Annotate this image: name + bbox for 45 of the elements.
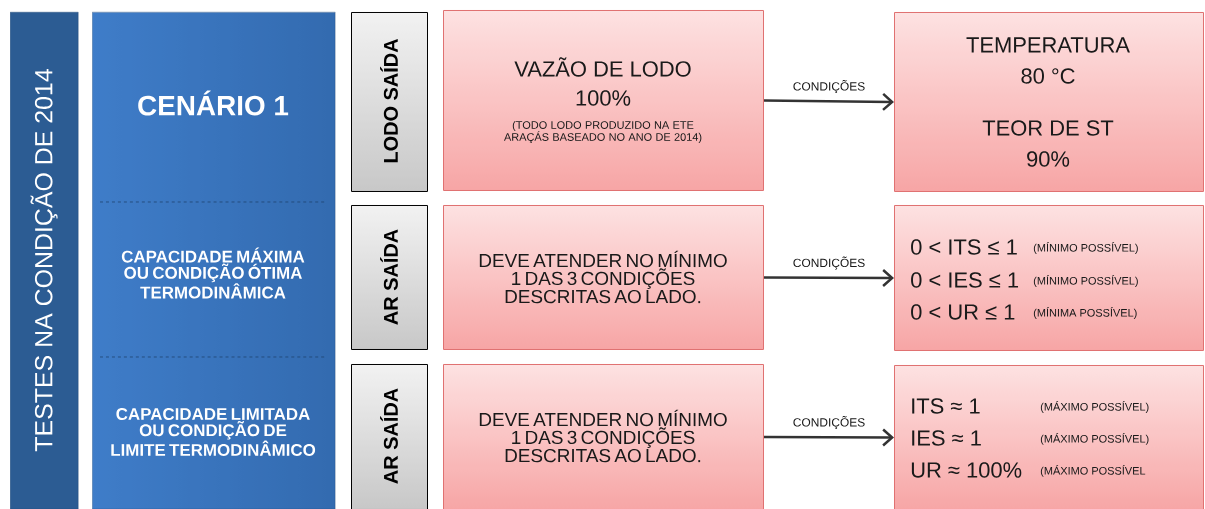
tab-label: LODO SAÍDA [380, 39, 398, 163]
column-text: CAPACIDADE MÁXIMA OU CONDIÇÃO ÓTIMA TERMODINÂMICA [121, 247, 305, 299]
note-text: (TODO LODO PRODUZIDO NA ETE ARAÇÁS BASEADO NO ANO DE 2014) [503, 120, 702, 144]
condition-text: IES ≈ 1 [912, 430, 981, 446]
arrow [764, 92, 894, 111]
note-text: (MÁXIMO POSSÍVEL) [1040, 401, 1149, 413]
condition-text: 0 < IES ≤ 1 [911, 272, 1019, 288]
column-text: CAPACIDADE LIMITADA OU CONDIÇÃO DE LIMITE TERMODINÂMICO [111, 408, 316, 456]
condition-text: 0 < ITS ≤ 1 [911, 239, 1017, 255]
arrow [764, 428, 894, 447]
arrow [764, 269, 894, 287]
output-tab [351, 364, 428, 509]
edge-label: CONDIÇÕES [791, 255, 867, 271]
condition-box [894, 12, 1204, 192]
scenario-column [92, 12, 336, 509]
output-tab [351, 12, 428, 192]
band-title: TESTES NA CONDIÇÃO DE 2014 [30, 69, 58, 452]
tab-label: AR SAÍDA [380, 388, 398, 484]
box-heading: TEOR DE ST [982, 120, 1114, 136]
box-heading: TEMPERATURA [966, 37, 1130, 53]
title-band [10, 12, 79, 509]
condition-box [443, 364, 764, 509]
box-value: 90% [1027, 151, 1070, 167]
column-heading: CENÁRIO 1 [138, 90, 289, 116]
note-text: (MÁXIMO POSSÍVEL) [1040, 433, 1149, 445]
note-text: (MÍNIMA POSSÍVEL) [1033, 307, 1137, 319]
condition-text: UR ≈ 100% [911, 462, 1022, 478]
output-tab [351, 205, 428, 350]
note-text: (MÍNIMO POSSÍVEL) [1033, 242, 1138, 254]
condition-text: ITS ≈ 1 [912, 398, 980, 414]
box-value: 100% [576, 90, 631, 106]
box-value: 80 °C [1021, 68, 1075, 84]
tab-label: AR SAÍDA [380, 229, 398, 325]
condition-box [894, 205, 1204, 351]
note-text: (MÁXIMO POSSÍVEL [1040, 465, 1146, 477]
box-heading: VAZÃO DE LODO [514, 57, 691, 77]
note-text: (MÍNIMO POSSÍVEL) [1033, 275, 1138, 287]
condition-box [894, 365, 1204, 509]
edge-label: CONDIÇÕES [791, 79, 867, 95]
edge-label: CONDIÇÕES [791, 415, 867, 431]
condition-box [443, 205, 764, 350]
box-text: DEVE ATENDER NO MÍNIMO 1 DAS 3 CONDIÇÕES DESCRITAS AO LADO. [479, 409, 727, 463]
condition-box [443, 10, 764, 191]
condition-text: 0 < UR ≤ 1 [911, 304, 1015, 320]
box-text: DEVE ATENDER NO MÍNIMO 1 DAS 3 CONDIÇÕES DESCRITAS AO LADO. [479, 250, 727, 304]
